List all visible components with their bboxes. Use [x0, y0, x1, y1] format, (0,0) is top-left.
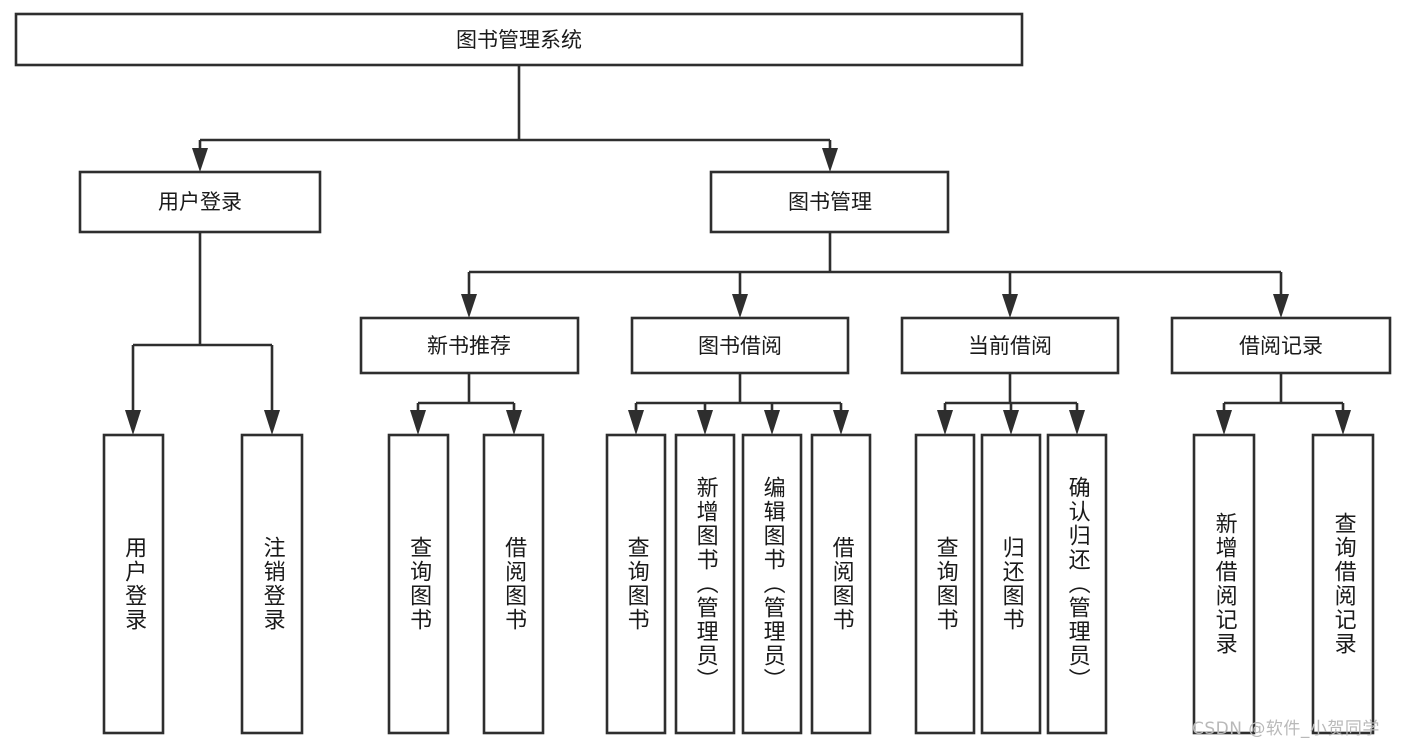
leaf-box-logout[interactable]: [240, 433, 304, 735]
node-user-login[interactable]: 用户登录: [78, 170, 322, 234]
node-root-label: 图书管理系统: [456, 28, 582, 52]
arrow-head-icon: [1335, 410, 1351, 435]
leaf-box-borrow-book-new[interactable]: [482, 433, 545, 735]
node-current-borrow-label: 当前借阅: [968, 334, 1052, 358]
arrow-head-icon: [264, 410, 280, 435]
arrow-head-icon: [697, 410, 713, 435]
node-current-borrow-box[interactable]: [900, 316, 1120, 375]
arrow-head-icon: [628, 410, 644, 435]
arrow-head-icon: [506, 410, 522, 435]
leaf-box-add-borrow-record[interactable]: [1192, 433, 1256, 735]
leaf-box-query-book-cur[interactable]: [914, 433, 976, 735]
node-user-login-label: 用户登录: [158, 190, 242, 214]
node-borrow-record[interactable]: 借阅记录: [1170, 316, 1392, 375]
leaf-box-user-login[interactable]: [102, 433, 165, 735]
node-book-borrow-label: 图书借阅: [698, 334, 782, 358]
arrowheads-group: [125, 148, 1351, 435]
leaf-box-query-book[interactable]: [605, 433, 667, 735]
node-borrow-record-box[interactable]: [1170, 316, 1392, 375]
arrow-head-icon: [1069, 410, 1085, 435]
node-current-borrow[interactable]: 当前借阅: [900, 316, 1120, 375]
leaf-box-add-book-admin[interactable]: [674, 433, 736, 735]
csdn-watermark: CSDN @软件_小贺同学: [1192, 719, 1380, 739]
leaf-box-return-book[interactable]: [980, 433, 1042, 735]
node-borrow-record-label: 借阅记录: [1239, 334, 1323, 358]
arrow-head-icon: [732, 294, 748, 318]
node-book-borrow-box[interactable]: [630, 316, 850, 375]
arrow-head-icon: [1216, 410, 1232, 435]
node-user-login-box[interactable]: [78, 170, 322, 234]
node-new-book-recommend[interactable]: 新书推荐: [359, 316, 580, 375]
arrow-head-icon: [461, 294, 477, 318]
leaf-box-query-book-new[interactable]: [387, 433, 450, 735]
node-book-management-box[interactable]: [709, 170, 950, 234]
node-new-book-recommend-box[interactable]: [359, 316, 580, 375]
leaf-box-borrow-book[interactable]: [810, 433, 872, 735]
arrow-head-icon: [192, 148, 208, 172]
leaf-box-confirm-return[interactable]: [1046, 433, 1108, 735]
arrow-head-icon: [125, 410, 141, 435]
arrow-head-icon: [937, 410, 953, 435]
leaf-boxes-group: [102, 433, 1375, 735]
leaf-box-edit-book-admin[interactable]: [741, 433, 803, 735]
arrow-head-icon: [764, 410, 780, 435]
node-book-management-label: 图书管理: [788, 190, 872, 214]
leaf-box-query-borrow-record[interactable]: [1311, 433, 1375, 735]
arrow-head-icon: [1002, 294, 1018, 318]
node-root-box[interactable]: [14, 12, 1024, 67]
node-new-book-recommend-label: 新书推荐: [427, 334, 511, 358]
arrow-head-icon: [1273, 294, 1289, 318]
arrow-head-icon: [833, 410, 849, 435]
arrow-head-icon: [822, 148, 838, 172]
arrow-head-icon: [1003, 410, 1019, 435]
arrow-head-icon: [410, 410, 426, 435]
node-book-management[interactable]: 图书管理: [709, 170, 950, 234]
node-book-borrow[interactable]: 图书借阅: [630, 316, 850, 375]
node-root[interactable]: 图书管理系统: [14, 12, 1024, 67]
